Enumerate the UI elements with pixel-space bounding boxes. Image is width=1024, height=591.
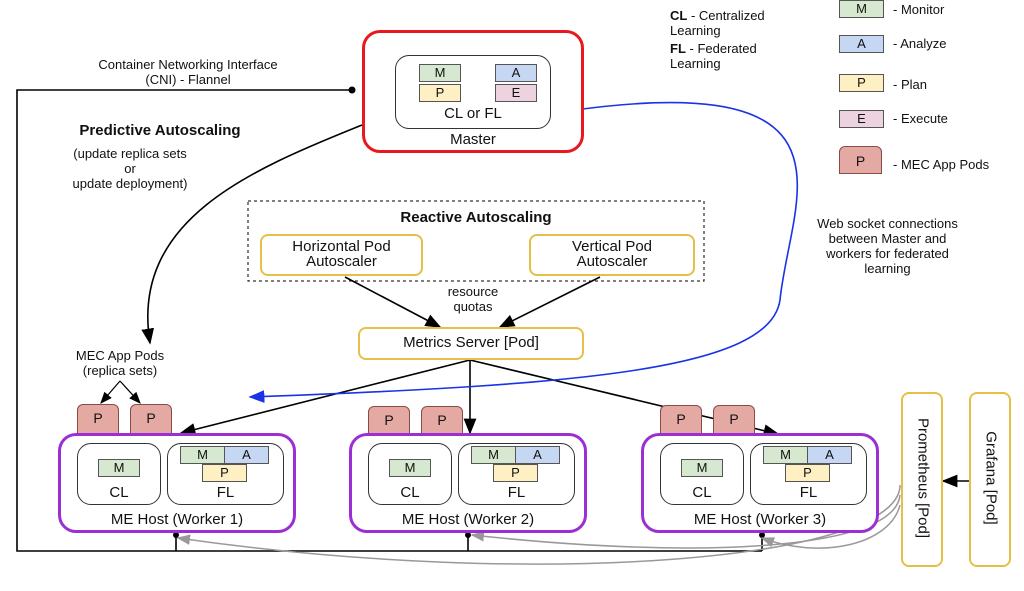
websocket-line-4: learning — [864, 261, 911, 276]
grafana-pod: Grafana [Pod] — [969, 392, 1011, 567]
replica-line-right — [119, 380, 141, 404]
legend-cl: CL - Centralized Learning — [670, 8, 765, 38]
legend-cl-abbr: CL — [670, 8, 688, 23]
worker-1-fl-label: FL — [216, 484, 235, 501]
worker-3-fl-plan-chip: P — [785, 464, 830, 482]
quotas-label: resource quotas — [428, 284, 518, 314]
worker-3-fl-analyze-chip: A — [807, 446, 852, 464]
legend-analyze-chip: A — [839, 35, 884, 53]
worker-2-pod-b: P — [421, 406, 463, 434]
master-plan-chip: P — [419, 84, 461, 102]
worker-2-title: ME Host (Worker 2) — [401, 511, 535, 528]
legend-analyze-label: - Analyze — [893, 36, 947, 51]
replica-line-left — [100, 380, 121, 404]
mec-pods-line-2: (replica sets) — [82, 363, 158, 378]
legend-cl-text: - Centralized — [687, 8, 765, 23]
websocket-line-2: between Master and — [828, 231, 947, 246]
metrics-server-box: Metrics Server [Pod] — [358, 327, 584, 360]
worker-3-cl-label: CL — [692, 484, 712, 501]
cni-network-line — [16, 89, 762, 552]
websocket-line-3: workers for federated — [826, 246, 949, 261]
worker-1-pod-b: P — [130, 404, 172, 434]
worker-1-cl-label: CL — [109, 484, 129, 501]
hpa-line-1: Horizontal Pod — [292, 238, 391, 255]
master-node: M A P E CL or FL Master — [362, 30, 584, 153]
hpa-to-metrics-arrow — [344, 276, 442, 328]
legend-fl-abbr: FL — [670, 41, 686, 56]
quotas-line-2: quotas — [453, 299, 493, 314]
worker-1-cl-monitor-chip: M — [98, 459, 140, 477]
quotas-line-1: resource — [447, 284, 499, 299]
predictive-title: Predictive Autoscaling — [79, 122, 241, 139]
cni-node-worker-2 — [465, 532, 471, 538]
worker-2-cl-box — [368, 443, 452, 505]
worker-1-host: M CL M A P FL ME Host (Worker 1) — [58, 433, 296, 533]
legend-fl: FL - Federated Learning — [670, 41, 757, 71]
vpa-line-1: Vertical Pod — [571, 238, 653, 255]
worker-3-pod-a: P — [660, 405, 702, 434]
reactive-autoscaling-box — [247, 200, 705, 282]
cni-line-1: Container Networking Interface — [98, 57, 278, 72]
worker-2-host: M CL M A P FL ME Host (Worker 2) — [349, 433, 587, 533]
worker-3-pod-b: P — [713, 405, 755, 434]
worker-1-pod-a: P — [77, 404, 119, 434]
worker-3-fl-label: FL — [799, 484, 818, 501]
worker-1-fl-analyze-chip: A — [224, 446, 269, 464]
master-title: Master — [450, 131, 496, 148]
worker-2-pod-a: P — [368, 406, 410, 434]
worker-3-title: ME Host (Worker 3) — [693, 511, 827, 528]
worker-3-fl-monitor-chip: M — [763, 446, 808, 464]
websocket-label: Web socket connections between Master an… — [780, 216, 995, 276]
reactive-title: Reactive Autoscaling — [400, 209, 552, 226]
worker-2-cl-monitor-chip: M — [389, 459, 431, 477]
legend-cl-text-2: Learning — [670, 23, 721, 38]
master-analyze-chip: A — [495, 64, 537, 82]
legend-pod-chip: P — [839, 146, 882, 174]
mec-pods-line-1: MEC App Pods — [75, 348, 165, 363]
legend-execute-label: - Execute — [893, 111, 948, 126]
prometheus-pod: Prometheus [Pod] — [901, 392, 943, 567]
prometheus-label: Prometheus [Pod] — [914, 417, 932, 539]
websocket-arrow — [248, 101, 799, 403]
worker-2-fl-label: FL — [507, 484, 526, 501]
master-monitor-chip: M — [419, 64, 461, 82]
legend-execute-chip: E — [839, 110, 884, 128]
worker-1-fl-plan-chip: P — [202, 464, 247, 482]
legend-fl-text-2: Learning — [670, 56, 721, 71]
worker-1-fl-monitor-chip: M — [180, 446, 225, 464]
legend-plan-chip: P — [839, 74, 884, 92]
legend-monitor-label: - Monitor — [893, 2, 945, 17]
worker-1-title: ME Host (Worker 1) — [110, 511, 244, 528]
predictive-line-3: update deployment) — [72, 176, 188, 191]
worker-2-fl-plan-chip: P — [493, 464, 538, 482]
legend-monitor-chip: M — [839, 0, 884, 18]
predictive-line-1: (update replica sets — [73, 146, 187, 161]
cni-node-master — [348, 86, 356, 94]
legend-fl-text: - Federated — [685, 41, 757, 56]
hpa-box: Horizontal Pod Autoscaler — [260, 234, 423, 276]
worker-3-cl-monitor-chip: M — [681, 459, 723, 477]
cni-label: Container Networking Interface (CNI) - F… — [58, 57, 318, 87]
worker-2-fl-monitor-chip: M — [471, 446, 516, 464]
websocket-line-1: Web socket connections — [817, 216, 958, 231]
predictive-desc: (update replica sets or update deploymen… — [40, 146, 220, 191]
vpa-box: Vertical Pod Autoscaler — [529, 234, 695, 276]
legend-plan-label: - Plan — [893, 77, 927, 92]
mec-pods-label: MEC App Pods (replica sets) — [50, 348, 190, 378]
grafana-label: Grafana [Pod] — [982, 431, 1000, 525]
hpa-line-2: Autoscaler — [306, 253, 377, 270]
master-mode-label: CL or FL — [444, 105, 502, 122]
worker-3-host: M CL M A P FL ME Host (Worker 3) — [641, 433, 879, 533]
cni-line-2: (CNI) - Flannel — [145, 72, 231, 87]
worker-2-cl-label: CL — [400, 484, 420, 501]
predictive-line-2: or — [124, 161, 136, 176]
master-execute-chip: E — [495, 84, 537, 102]
vpa-line-2: Autoscaler — [576, 253, 648, 270]
monitor-link-worker-3 — [760, 504, 901, 549]
legend-pod-label: - MEC App Pods — [893, 157, 990, 172]
cni-node-worker-3 — [759, 532, 765, 538]
worker-2-fl-analyze-chip: A — [515, 446, 560, 464]
